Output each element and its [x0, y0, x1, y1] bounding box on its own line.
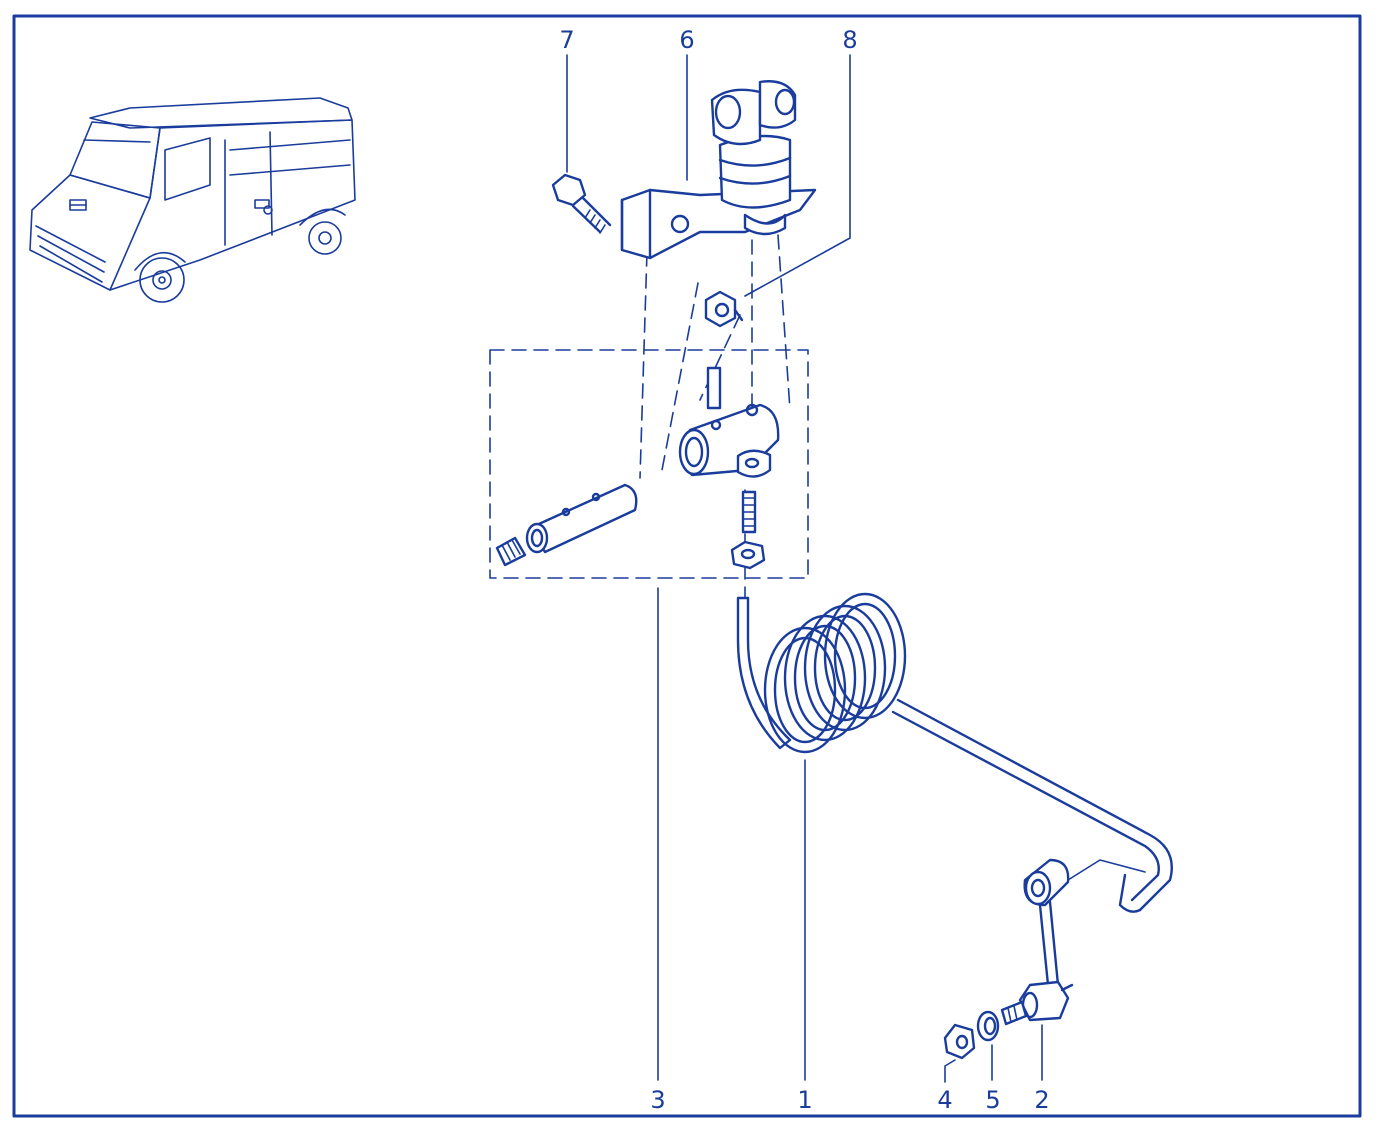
label-part-8: 8 — [842, 26, 857, 54]
label-part-3: 3 — [650, 1086, 665, 1114]
part-7-bolt — [551, 173, 612, 234]
label-part-4: 4 — [937, 1086, 952, 1114]
part-2-link-rod — [943, 858, 1074, 1060]
leader-lines — [566, 54, 1146, 1083]
part-3-components — [495, 366, 780, 570]
diagram-frame — [12, 14, 1362, 1118]
part-1-coil-spring — [736, 592, 1173, 913]
label-part-2: 2 — [1034, 1086, 1049, 1114]
assembly-box-3 — [489, 349, 809, 579]
label-part-1: 1 — [797, 1086, 812, 1114]
label-part-5: 5 — [985, 1086, 1000, 1114]
label-part-6: 6 — [679, 26, 694, 54]
alignment-lines — [639, 234, 791, 601]
van-illustration — [29, 97, 356, 303]
label-part-7: 7 — [559, 26, 574, 54]
part-6-bracket-valve — [620, 80, 817, 260]
part-8-nut — [704, 290, 744, 328]
